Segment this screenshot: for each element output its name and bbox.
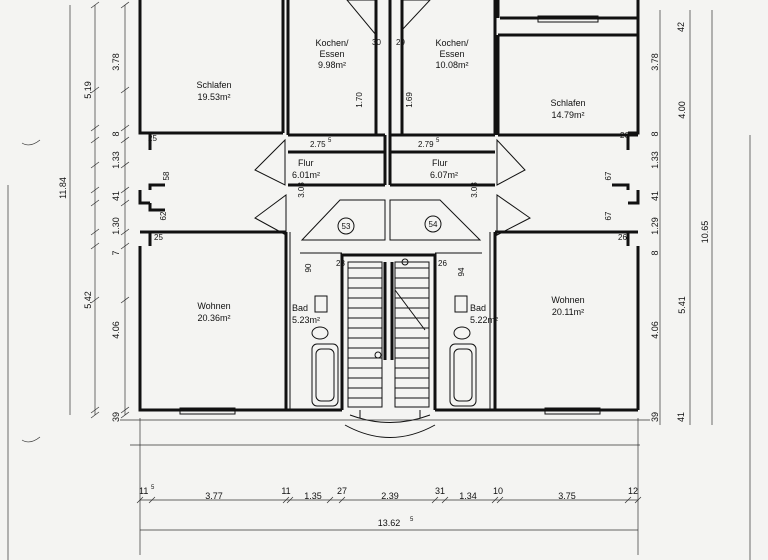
room-area-wohnen-right: 20.11m²	[552, 307, 584, 317]
dim-right-r5: 1.29	[650, 217, 660, 235]
room-name-schlafen-left: Schlafen	[196, 80, 231, 90]
dim-275-sup: 5	[328, 138, 332, 144]
room-name-bad-right: Bad	[470, 303, 486, 313]
dim-25b: 25	[154, 233, 163, 242]
dim-left-r7: 4.06	[111, 321, 121, 339]
left-dimensions: 11.84 5.19 5.42 3.78 8 1.33 41 1.30 7 4.…	[58, 53, 121, 422]
dim-bottom-4: 27	[337, 486, 347, 496]
room-area-kochen-right: 10.08m²	[435, 60, 468, 70]
dim-90: 90	[304, 263, 313, 272]
dim-right-r3: 1.33	[650, 151, 660, 169]
dim-right-r2: 8	[650, 131, 660, 136]
dim-28a: 28	[336, 259, 345, 268]
dim-left-r4: 41	[111, 191, 121, 201]
dim-right-r7: 4.06	[650, 321, 660, 339]
door-openings	[254, 0, 531, 241]
room-name2-kochen-left: Essen	[319, 49, 344, 59]
dim-67a: 67	[604, 171, 613, 180]
dim-left-r2: 8	[111, 131, 121, 136]
walls	[138, 0, 640, 412]
dim-29: 29	[396, 38, 405, 47]
dim-left-r8: 39	[111, 412, 121, 422]
dim-25a: 25	[148, 134, 157, 143]
dim-right-outer: 10.65	[700, 221, 710, 244]
room-labels: Schlafen 19.53m² Kochen/ Essen 9.98m² Ko…	[196, 38, 585, 325]
dim-right-r9: 41	[676, 412, 686, 422]
room-area-schlafen-right: 14.79m²	[551, 110, 584, 120]
dim-303a: 3.03	[297, 182, 306, 198]
dim-right-r8: 39	[650, 412, 660, 422]
dim-26a: 26	[620, 131, 629, 140]
dim-bottom-5: 2.39	[381, 491, 399, 501]
bathroom-fixtures	[300, 252, 482, 407]
dim-bottom-10: 12	[628, 486, 638, 496]
dim-bottom-2: 11	[281, 486, 290, 496]
dimension-lines	[7, 1, 751, 560]
dim-left-r5: 1.30	[111, 217, 121, 235]
dim-left-r3: 1.33	[111, 151, 121, 169]
dim-170: 1.70	[355, 92, 364, 108]
room-name-kochen-left: Kochen/	[315, 38, 349, 48]
room-name-flur-right: Flur	[432, 158, 448, 168]
dim-total-width: 13.62	[378, 518, 401, 528]
room-name2-kochen-right: Essen	[439, 49, 464, 59]
room-name-flur-left: Flur	[298, 158, 314, 168]
dim-bottom-1: 3.77	[205, 491, 223, 501]
dim-right-lower: 5.41	[677, 296, 687, 314]
dim-bottom-7: 1.34	[459, 491, 477, 501]
dim-right-r6: 8	[650, 250, 660, 255]
room-name-wohnen-right: Wohnen	[551, 295, 584, 305]
windows	[179, 15, 601, 415]
dim-left-outer: 11.84	[58, 177, 68, 199]
dim-30: 30	[372, 38, 381, 47]
dim-bottom-0-sup: 5	[151, 485, 155, 491]
dim-26b: 26	[618, 233, 627, 242]
dim-left-upper: 5.19	[83, 81, 93, 99]
dim-right-r4: 41	[650, 191, 660, 201]
dim-bottom-3: 1.35	[304, 491, 322, 501]
dim-bottom-8: 10	[493, 486, 503, 496]
room-area-kochen-left: 9.98m²	[318, 60, 346, 70]
dim-58: 58	[162, 171, 171, 180]
dim-275: 2.75	[310, 140, 326, 149]
room-name-kochen-right: Kochen/	[435, 38, 469, 48]
dim-303b: 3.03	[470, 182, 479, 198]
dim-169: 1.69	[405, 92, 414, 108]
dim-total-width-sup: 5	[410, 517, 414, 523]
dim-279: 2.79	[418, 140, 434, 149]
room-area-bad-left: 5.23m²	[292, 315, 320, 325]
interior-dimensions: 25 58 62 25 30 29 1.70 1.69 2.75 5 2.79 …	[148, 38, 629, 276]
dim-bottom-9: 3.75	[558, 491, 576, 501]
staircase	[344, 258, 436, 438]
dim-67b: 67	[604, 211, 613, 220]
dim-94: 94	[457, 267, 466, 276]
dim-bottom-0: 11	[139, 486, 148, 496]
dim-left-r1: 3.78	[111, 53, 121, 71]
dim-right-upper: 4.00	[677, 101, 687, 119]
room-name-schlafen-right: Schlafen	[550, 98, 585, 108]
dim-right-r0: 42	[676, 22, 686, 32]
dim-left-lower: 5.42	[83, 291, 93, 309]
dim-right-r1: 3.78	[650, 53, 660, 71]
dim-bottom-6: 31	[435, 486, 445, 496]
room-area-flur-right: 6.07m²	[430, 170, 458, 180]
dim-26c: 26	[438, 259, 447, 268]
marker-54: 54	[429, 220, 438, 229]
marker-53: 53	[342, 222, 351, 231]
room-area-schlafen-left: 19.53m²	[197, 92, 230, 102]
dim-279-sup: 5	[436, 138, 440, 144]
bottom-dimensions: 11 5 3.77 11 1.35 27 2.39 31 1.34 10 3.7…	[139, 485, 638, 528]
room-area-wohnen-left: 20.36m²	[197, 313, 230, 323]
right-dimensions: 10.65 4.00 5.41 42 3.78 8 1.33 41 1.29 8…	[650, 22, 710, 422]
dim-left-r6: 7	[111, 250, 121, 255]
room-area-flur-left: 6.01m²	[292, 170, 320, 180]
dim-62: 62	[159, 211, 168, 220]
room-name-wohnen-left: Wohnen	[197, 301, 230, 311]
room-area-bad-right: 5.22m²	[470, 315, 498, 325]
room-name-bad-left: Bad	[292, 303, 308, 313]
